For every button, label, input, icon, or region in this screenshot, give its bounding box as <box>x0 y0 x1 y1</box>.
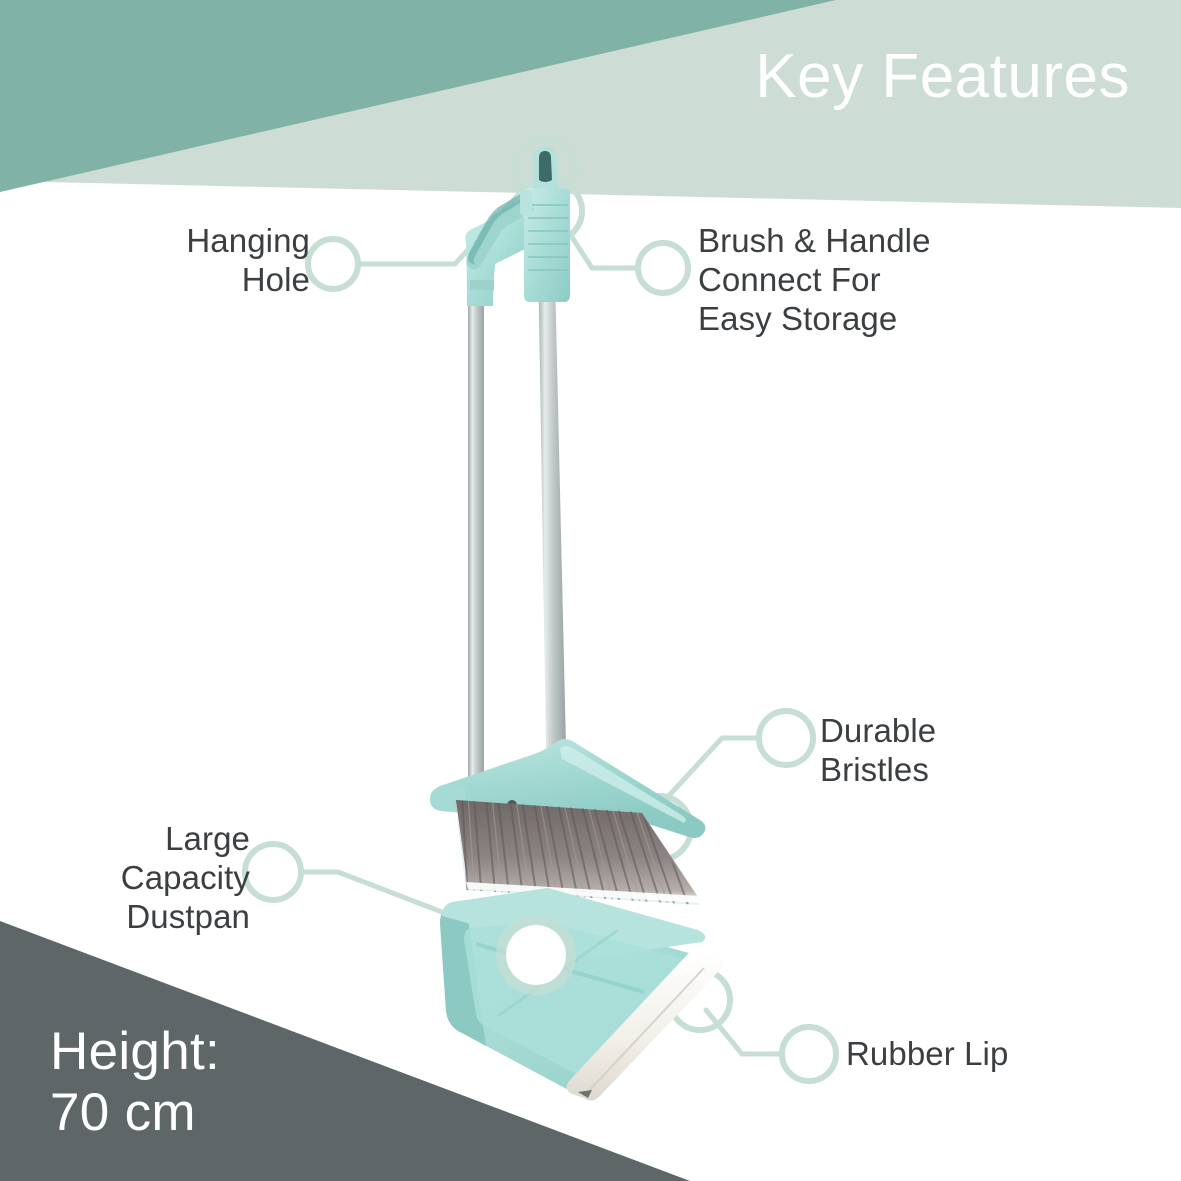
callout-label-rubber-lip: Rubber Lip <box>846 1035 1009 1072</box>
bristles <box>456 800 702 905</box>
callout-label-hanging-hole: Hanging Hole <box>186 222 310 298</box>
rubber-lip <box>566 950 722 1101</box>
marker-ring-large-capacity <box>242 841 304 903</box>
marker-ring-hanging-hole <box>305 236 361 292</box>
marker-ring-rubber-lip <box>779 1024 839 1084</box>
broom-pole <box>537 190 566 748</box>
callout-label-durable-bristles: Durable Bristles <box>820 712 937 788</box>
handle-clip <box>466 188 570 302</box>
marker-ring-brush-handle <box>635 240 691 296</box>
footer-grey-band <box>0 921 690 1181</box>
height-spec-block: Height: 70 cm <box>50 1021 220 1144</box>
header-dark-green-shape <box>0 0 836 192</box>
leader-line-durable-bristles <box>662 735 762 803</box>
page-title: Key Features <box>755 42 1130 111</box>
height-label: Height: <box>50 1022 221 1081</box>
marker-ring-durable-bristles <box>756 708 816 768</box>
header-white-wedge <box>0 181 1181 1181</box>
callout-label-brush-handle: Brush & Handle Connect For Easy Storage <box>698 222 931 337</box>
callout-label-large-capacity-dustpan: Large Capacity Dustpan <box>120 820 250 935</box>
height-value: 70 cm <box>50 1083 196 1143</box>
hanging-hole-aperture <box>539 151 552 182</box>
leader-line-brush-handle <box>563 225 641 271</box>
